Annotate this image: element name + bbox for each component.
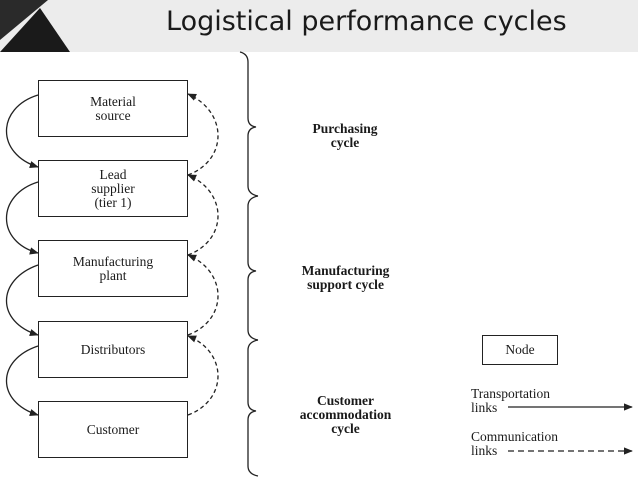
- brace-manufacturing: [247, 195, 259, 341]
- legend-communication-label: Communication links: [471, 429, 558, 458]
- communication-arrow-1: [187, 93, 219, 176]
- transport-arrow-3: [5, 264, 39, 337]
- communication-arrow-3: [187, 254, 219, 336]
- slide-title: Logistical performance cycles: [166, 6, 567, 37]
- transport-arrow-2: [5, 181, 39, 255]
- communication-arrow-2: [187, 174, 219, 256]
- node-lead-supplier: Lead supplier (tier 1): [38, 160, 188, 217]
- node-manufacturing-plant: Manufacturing plant: [38, 240, 188, 297]
- legend-node-box: Node: [482, 335, 558, 365]
- transport-arrow-1: [5, 94, 39, 169]
- node-customer: Customer: [38, 401, 188, 458]
- communication-arrow-4: [187, 335, 219, 416]
- title-bar: [0, 0, 638, 52]
- cycle-label-manufacturing-support: Manufacturing support cycle: [301, 263, 390, 292]
- logo-icon: [0, 0, 70, 52]
- brace-purchasing: [239, 51, 259, 197]
- legend-transport-label: Transportation links: [471, 386, 551, 415]
- node-distributors: Distributors: [38, 321, 188, 378]
- brace-customer: [247, 339, 259, 477]
- cycle-label-purchasing: Purchasing cycle: [312, 121, 378, 150]
- transport-arrow-4: [5, 345, 39, 417]
- cycle-label-customer-accommodation: Customer accommodation cycle: [299, 393, 392, 436]
- node-material-source: Material source: [38, 80, 188, 137]
